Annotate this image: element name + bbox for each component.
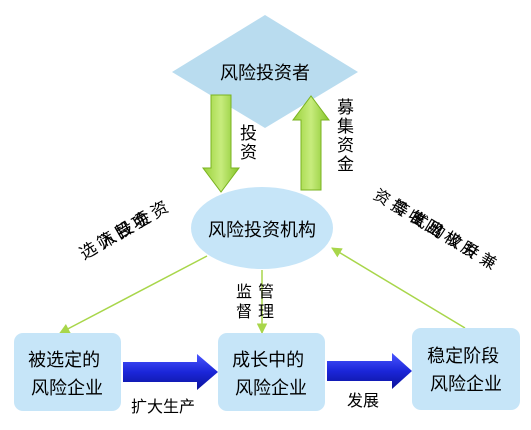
invest-arrow <box>202 94 240 193</box>
develop-label: 发展 <box>347 391 380 410</box>
raise-funds-label: 募集资金 <box>333 98 353 174</box>
stable-enterprise-label: 稳定阶段 风险企业 <box>427 346 505 395</box>
growing-line-1: 成长中的 <box>232 350 304 371</box>
exit-arrow <box>331 247 466 329</box>
expand-arrow <box>123 354 218 390</box>
growing-enterprise-label: 成长中的 风险企业 <box>232 350 310 399</box>
institution-node <box>191 187 333 269</box>
expand-label: 扩大生产 <box>131 397 196 416</box>
institution-label: 风险投资机构 <box>208 220 316 241</box>
invest-label: 投资 <box>236 124 256 162</box>
stable-enterprise-node <box>412 328 520 410</box>
growing-enterprise-node <box>218 333 325 411</box>
raise-funds-arrow <box>292 95 330 191</box>
supervise-label-1: 监管 <box>236 282 281 301</box>
develop-arrow <box>327 353 412 389</box>
stable-line-1: 稳定阶段 <box>427 346 499 367</box>
selected-enterprise-node <box>14 333 121 411</box>
selected-line-2: 风险企业 <box>31 378 103 399</box>
screen-arrow <box>59 255 208 334</box>
supervise-label-2: 督理 <box>236 302 281 321</box>
selected-enterprise-label: 被选定的 风险企业 <box>28 350 106 399</box>
growing-line-2: 风险企业 <box>235 378 307 399</box>
stable-line-2: 风险企业 <box>430 374 502 395</box>
selected-line-1: 被选定的 <box>28 350 100 371</box>
investor-label: 风险投资者 <box>220 63 310 84</box>
